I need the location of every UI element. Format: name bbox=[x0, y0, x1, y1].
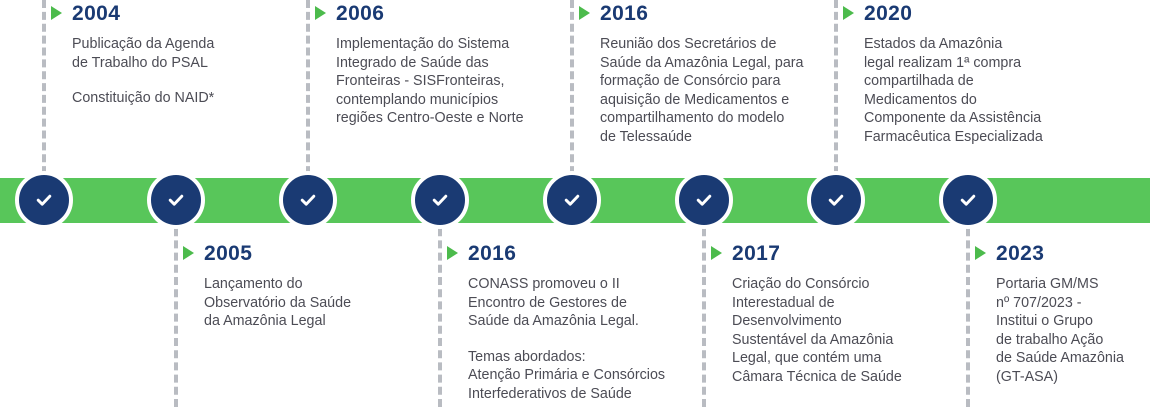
milestone-description: Criação do Consórcio Interestadual de De… bbox=[732, 276, 902, 385]
check-icon bbox=[693, 189, 715, 211]
play-triangle-icon bbox=[51, 6, 62, 20]
connector-line-2005-2 bbox=[174, 216, 178, 407]
milestone-year-row: 2023 bbox=[975, 240, 1146, 266]
play-triangle-icon bbox=[975, 246, 986, 260]
play-triangle-icon bbox=[843, 6, 854, 20]
milestone-description: CONASS promoveu o II Encontro de Gestore… bbox=[468, 276, 639, 330]
play-triangle-icon bbox=[447, 246, 458, 260]
play-triangle-icon bbox=[183, 246, 194, 260]
connector-line-2023-8 bbox=[966, 216, 970, 407]
milestone-description: Lançamento do Observatório da Saúde da A… bbox=[204, 276, 352, 330]
milestone-year-row: 2005 bbox=[183, 240, 1146, 266]
timeline-node-3 bbox=[279, 171, 337, 229]
milestone-year-label: 2006 bbox=[336, 1, 385, 25]
connector-line-2020-7 bbox=[834, 0, 838, 186]
milestone-year-row: 2016 bbox=[579, 0, 1146, 26]
connector-line-2004-1 bbox=[42, 0, 46, 186]
play-triangle-icon bbox=[711, 246, 722, 260]
milestone-year-label: 2004 bbox=[72, 1, 121, 25]
play-triangle-icon bbox=[315, 6, 326, 20]
milestone-description: Estados da Amazônia legal realizam 1ª co… bbox=[864, 36, 1043, 145]
milestone-description: Publicação da Agenda de Trabalho do PSAL bbox=[72, 36, 215, 71]
timeline-node-5 bbox=[543, 171, 601, 229]
timeline-node-4 bbox=[411, 171, 469, 229]
milestone-description: Temas abordados: Atenção Primária e Cons… bbox=[468, 348, 666, 402]
milestone-year-row: 2006 bbox=[315, 0, 1146, 26]
timeline-node-7 bbox=[807, 171, 865, 229]
connector-line-2017-6 bbox=[702, 216, 706, 407]
milestone-year-row: 2016 bbox=[447, 240, 1146, 266]
check-icon bbox=[165, 189, 187, 211]
milestone-description: Reunião dos Secretários de Saúde da Amaz… bbox=[600, 36, 804, 145]
play-triangle-icon bbox=[579, 6, 590, 20]
check-icon bbox=[561, 189, 583, 211]
milestone-year-label: 2020 bbox=[864, 1, 913, 25]
milestone-year-row: 2004 bbox=[51, 0, 1146, 26]
timeline-node-2 bbox=[147, 171, 205, 229]
milestone-description: Portaria GM/MS nº 707/2023 - Institui o … bbox=[996, 276, 1124, 385]
timeline-node-1 bbox=[15, 171, 73, 229]
milestone-description: Constituição do NAID* bbox=[72, 90, 215, 107]
check-icon bbox=[33, 189, 55, 211]
check-icon bbox=[297, 189, 319, 211]
timeline-node-6 bbox=[675, 171, 733, 229]
check-icon bbox=[825, 189, 847, 211]
milestone-description: Implementação do Sistema Integrado de Sa… bbox=[336, 36, 524, 127]
milestone-year-label: 2005 bbox=[204, 241, 253, 265]
milestone-year-label: 2016 bbox=[468, 241, 517, 265]
connector-line-2006-3 bbox=[306, 0, 310, 186]
timeline-node-8 bbox=[939, 171, 997, 229]
milestone-year-label: 2023 bbox=[996, 241, 1045, 265]
milestone-year-row: 2017 bbox=[711, 240, 1146, 266]
milestone-year-row: 2020 bbox=[843, 0, 1146, 26]
connector-line-2016-4 bbox=[438, 216, 442, 407]
milestone-year-label: 2016 bbox=[600, 1, 649, 25]
check-icon bbox=[957, 189, 979, 211]
connector-line-2016-5 bbox=[570, 0, 574, 186]
check-icon bbox=[429, 189, 451, 211]
milestone-year-label: 2017 bbox=[732, 241, 781, 265]
